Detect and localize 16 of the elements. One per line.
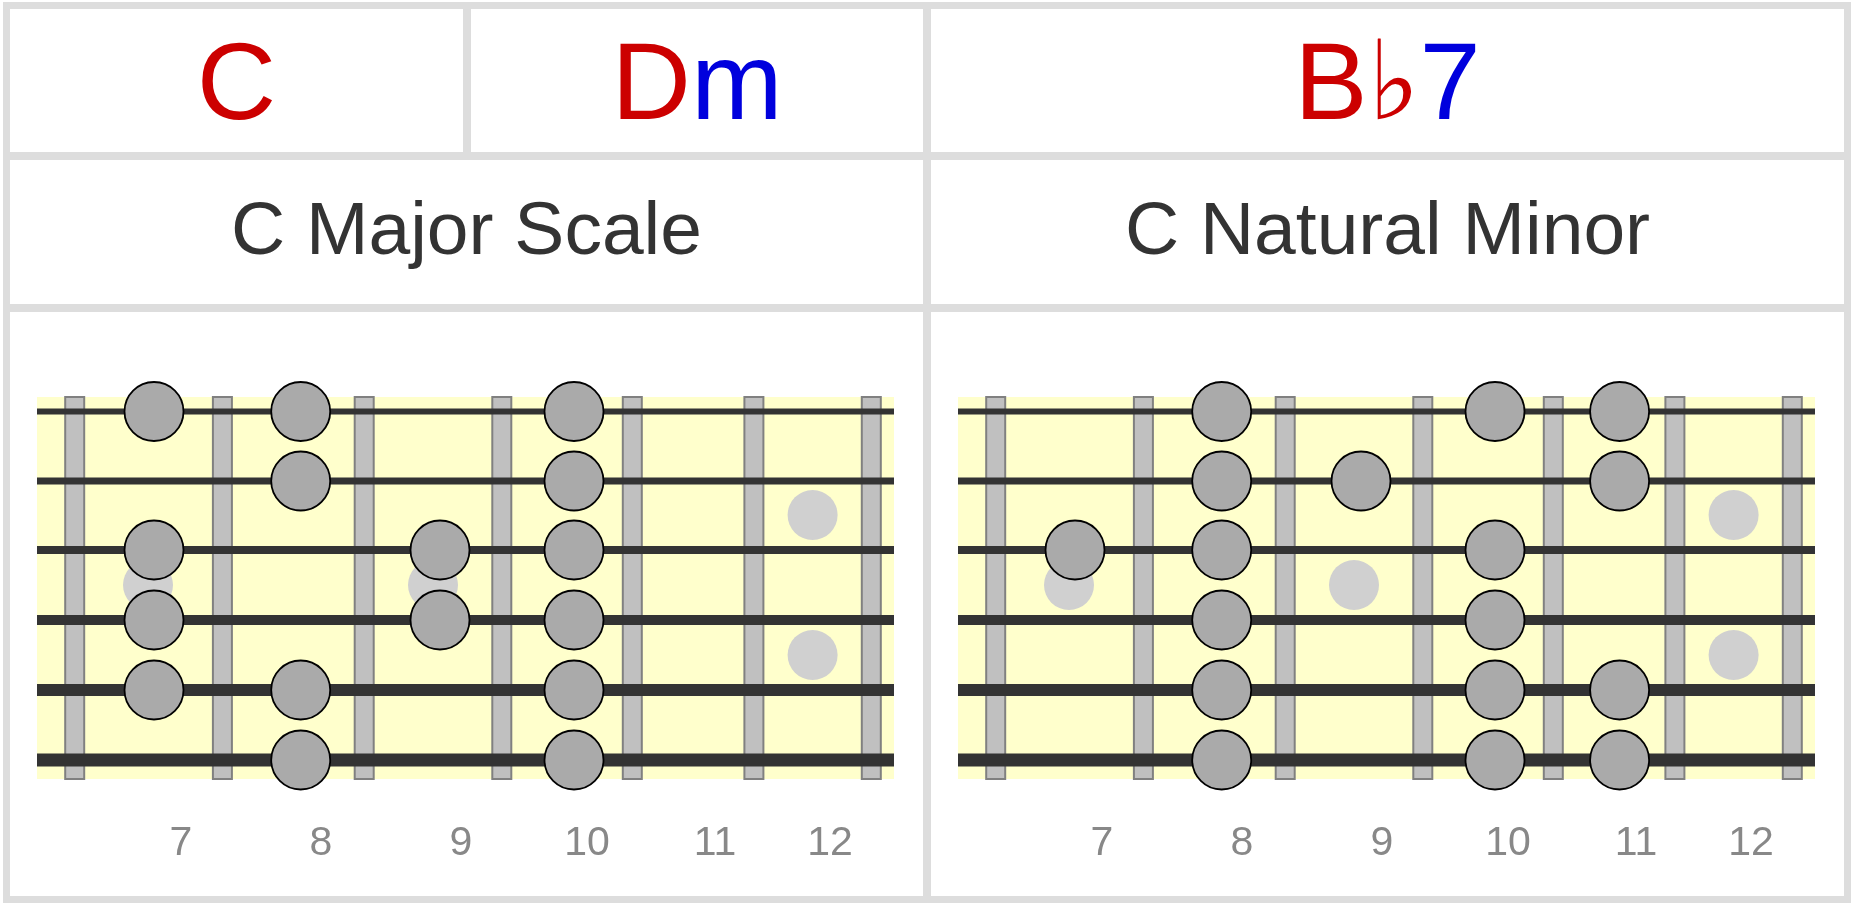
fret-number: 8	[1230, 821, 1254, 862]
scale-name: C Natural Minor	[1124, 191, 1651, 266]
fret-number: 7	[169, 821, 193, 862]
chord-name: C	[196, 25, 277, 136]
fret-number: 10	[1485, 821, 1531, 862]
fret-number: 9	[449, 821, 473, 862]
fret-number: 10	[564, 821, 610, 862]
fret-number: 7	[1090, 821, 1114, 862]
fret-number: 12	[807, 821, 853, 862]
fret-number: 11	[1614, 821, 1658, 862]
fret-number: 11	[693, 821, 737, 862]
chord-name: B♭7	[1294, 25, 1481, 136]
fret-number: 8	[309, 821, 333, 862]
fret-number: 12	[1728, 821, 1774, 862]
fret-number: 9	[1370, 821, 1394, 862]
chord-name: Dm	[611, 25, 783, 136]
